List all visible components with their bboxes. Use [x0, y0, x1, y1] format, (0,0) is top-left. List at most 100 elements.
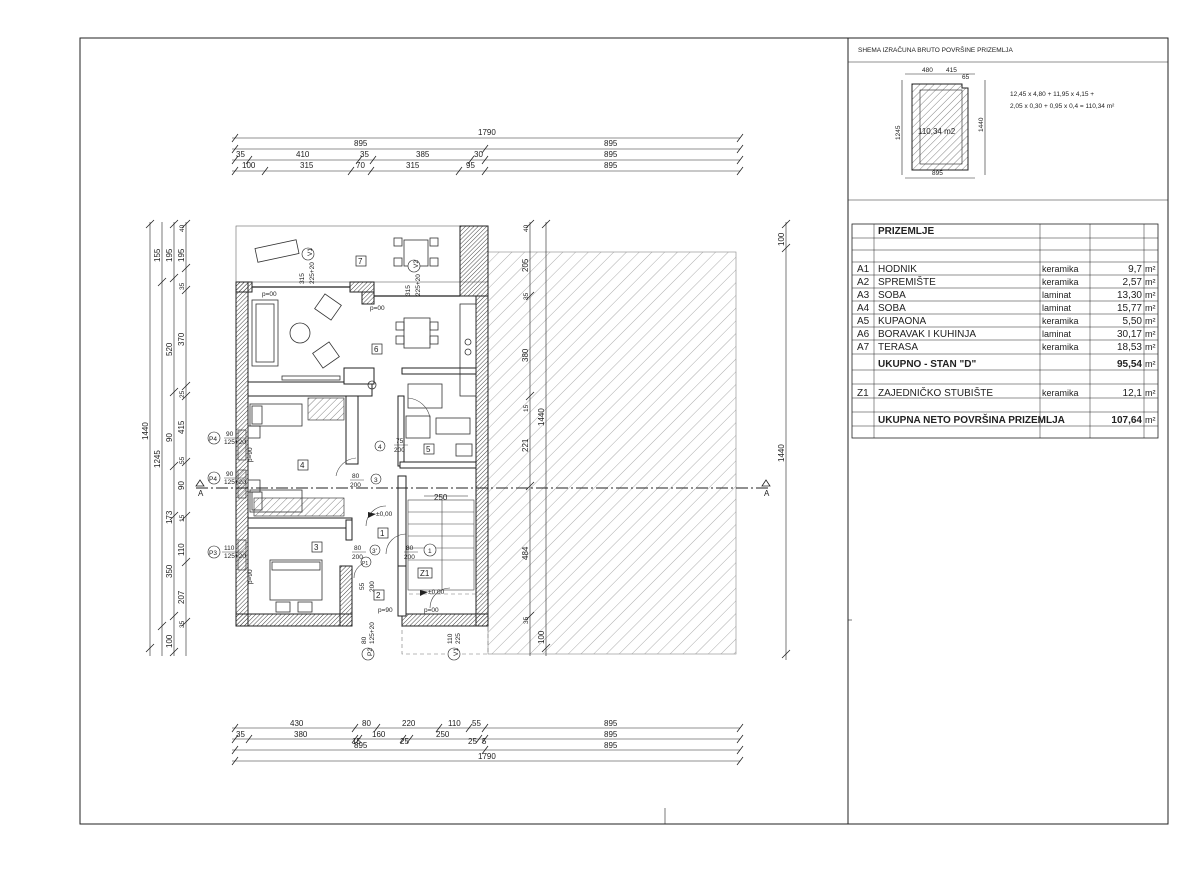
svg-text:keramika: keramika: [1042, 277, 1079, 287]
table-row: A2 SPREMIŠTE keramika 2,57 m²: [857, 275, 1156, 288]
dimension-lines: [149, 137, 787, 762]
svg-text:221: 221: [521, 438, 530, 452]
svg-text:55: 55: [179, 456, 186, 464]
svg-text:SOBA: SOBA: [878, 290, 906, 301]
svg-text:315: 315: [299, 273, 306, 284]
section-mark-right: A: [764, 489, 770, 498]
dimension-texts: 1790 895 895 35 410 35 385 30 895 100 31…: [141, 128, 786, 761]
svg-text:6: 6: [374, 345, 379, 354]
svg-text:A2: A2: [857, 277, 870, 288]
schema-dim-right: 1440: [978, 117, 985, 132]
svg-text:m²: m²: [1145, 388, 1156, 398]
svg-text:55: 55: [359, 582, 366, 590]
svg-text:80: 80: [362, 719, 371, 728]
svg-text:25: 25: [179, 390, 186, 398]
level-labels: ±0,00 ±0,00 p=00 p=00 p=90 p=00 p=90 p=9…: [247, 291, 445, 614]
svg-text:895: 895: [604, 730, 618, 739]
svg-text:40: 40: [179, 224, 186, 232]
svg-text:200: 200: [350, 482, 361, 489]
room-tag-1: 1: [377, 527, 389, 539]
svg-text:15: 15: [523, 404, 530, 412]
svg-text:BORAVAK I KUHINJA: BORAVAK I KUHINJA: [878, 329, 976, 340]
svg-text:p=00: p=00: [424, 607, 439, 614]
svg-text:2,57: 2,57: [1123, 277, 1143, 288]
svg-text:P4: P4: [209, 476, 217, 483]
svg-text:80: 80: [352, 473, 360, 480]
svg-text:SOBA: SOBA: [878, 303, 906, 314]
svg-text:P2: P2: [367, 648, 374, 656]
svg-text:25: 25: [468, 737, 477, 746]
svg-text:V1: V1: [307, 248, 314, 256]
svg-text:225+20: 225+20: [309, 262, 316, 284]
svg-text:895: 895: [354, 741, 368, 750]
svg-text:35: 35: [523, 292, 530, 300]
svg-text:200: 200: [394, 447, 405, 454]
svg-text:m²: m²: [1145, 359, 1156, 369]
table-row: A6 BORAVAK I KUHINJA laminat 30,17 m²: [857, 329, 1156, 340]
svg-text:m²: m²: [1145, 342, 1156, 352]
svg-text:75: 75: [396, 438, 404, 445]
svg-text:m²: m²: [1145, 415, 1156, 425]
svg-text:205: 205: [521, 258, 530, 272]
svg-text:V2: V2: [413, 260, 420, 268]
table-row-z1: Z1 ZAJEDNIČKO STUBIŠTE keramika 12,1 m²: [857, 386, 1156, 399]
interior-walls: [247, 367, 477, 617]
svg-text:895: 895: [604, 150, 618, 159]
svg-text:A6: A6: [857, 329, 870, 340]
staircase: [407, 495, 475, 591]
svg-text:±0,00: ±0,00: [376, 511, 393, 518]
table-total-neto: UKUPNA NETO POVRŠINA PRIZEMLJA 107,64 m²: [878, 413, 1156, 426]
svg-text:5: 5: [482, 737, 487, 746]
svg-text:p=00: p=00: [262, 291, 277, 298]
svg-text:15: 15: [179, 514, 186, 522]
svg-text:195: 195: [165, 248, 174, 262]
svg-text:90: 90: [226, 471, 234, 478]
svg-text:30,17: 30,17: [1117, 329, 1142, 340]
svg-text:5: 5: [426, 445, 431, 454]
table-heading: PRIZEMLJE: [878, 226, 934, 237]
svg-text:4: 4: [300, 461, 305, 470]
svg-text:380: 380: [294, 730, 308, 739]
svg-text:m²: m²: [1145, 277, 1156, 287]
svg-text:160: 160: [372, 730, 386, 739]
svg-text:80: 80: [354, 545, 362, 552]
svg-text:90: 90: [177, 481, 186, 490]
schema-title: SHEMA IZRAČUNA BRUTO POVRŠINE PRIZEMLJA: [858, 45, 1013, 54]
area-table: PRIZEMLJE A1 HODNIK keramika 9,7 m² A2 S…: [851, 223, 1159, 439]
svg-text:315: 315: [406, 161, 420, 170]
svg-text:KUPAONA: KUPAONA: [878, 316, 926, 327]
gross-area-schema: SHEMA IZRAČUNA BRUTO POVRŠINE PRIZEMLJA …: [858, 45, 1115, 179]
svg-text:35: 35: [236, 150, 245, 159]
svg-text:225+20: 225+20: [415, 274, 422, 296]
svg-text:m²: m²: [1145, 316, 1156, 326]
svg-text:90: 90: [165, 433, 174, 442]
svg-text:250: 250: [436, 730, 450, 739]
schema-formula-2: 2,05 x 0,30 + 0,95 x 0,4 = 110,34 m²: [1010, 103, 1115, 110]
room-tag-2: 2: [373, 589, 385, 601]
svg-text:315: 315: [300, 161, 314, 170]
svg-text:p=90: p=90: [378, 607, 393, 614]
room-tag-6: 6: [371, 343, 383, 355]
svg-text:p=90: p=90: [247, 569, 254, 584]
svg-text:HODNIK: HODNIK: [878, 264, 917, 275]
svg-text:laminat: laminat: [1042, 303, 1072, 313]
svg-text:200: 200: [352, 554, 363, 561]
table-row: A3 SOBA laminat 13,30 m²: [857, 290, 1156, 301]
svg-text:80: 80: [406, 545, 414, 552]
svg-text:TERASA: TERASA: [878, 342, 918, 353]
svg-text:225: 225: [455, 633, 462, 644]
svg-text:P1: P1: [362, 561, 368, 567]
svg-text:370: 370: [177, 332, 186, 346]
schema-area-label: 110,34 m2: [918, 127, 956, 136]
window-tags: P4 90 125+20 P4 90 125+20 P3 110 125+20 …: [207, 248, 462, 661]
door-labels: 80 200 3 4 75 200 80 200 3' 80 200 1 P1 …: [350, 438, 437, 592]
svg-text:895: 895: [604, 719, 618, 728]
svg-text:ZAJEDNIČKO STUBIŠTE: ZAJEDNIČKO STUBIŠTE: [878, 386, 993, 399]
svg-text:3: 3: [374, 477, 378, 484]
svg-text:100: 100: [777, 232, 786, 246]
svg-text:3: 3: [314, 543, 319, 552]
svg-text:25: 25: [400, 737, 409, 746]
svg-text:80: 80: [361, 636, 368, 644]
svg-text:keramika: keramika: [1042, 342, 1079, 352]
schema-dim-top-c: 65: [962, 74, 970, 81]
